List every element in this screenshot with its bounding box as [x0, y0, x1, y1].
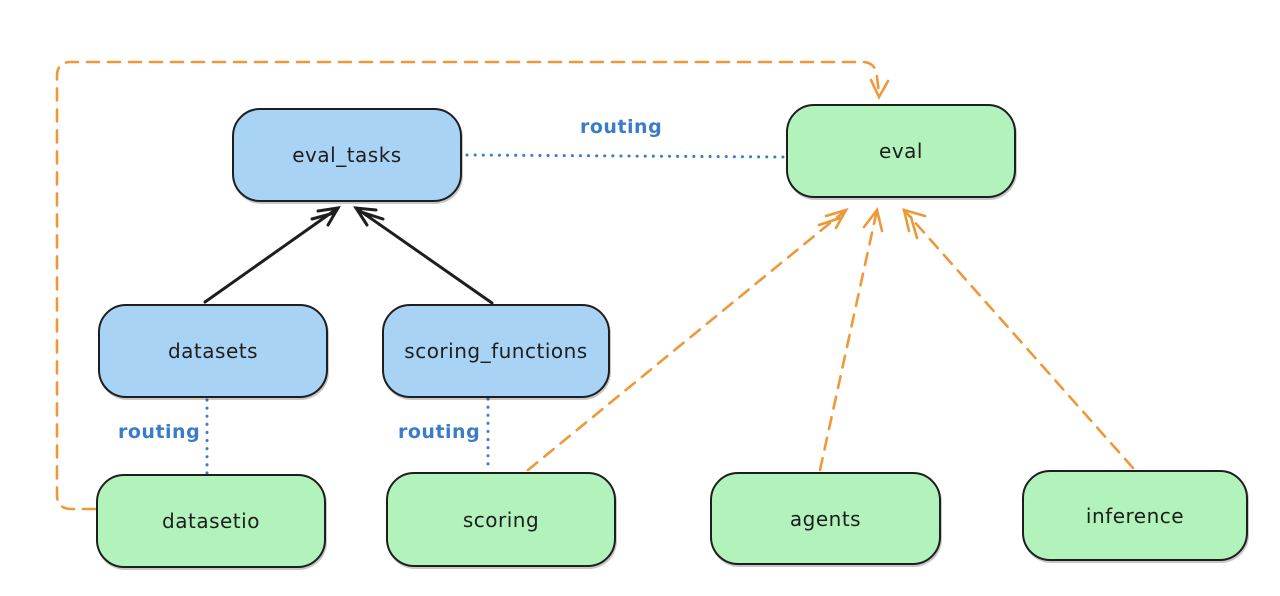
arrowhead [902, 208, 927, 233]
node-eval: eval [786, 104, 1016, 198]
node-datasetio: datasetio [96, 474, 326, 568]
edge-scoring-to-eval [526, 208, 848, 472]
arrowhead [909, 215, 919, 240]
edge-datasets-to-eval-tasks [203, 206, 340, 304]
node-datasets: datasets [98, 304, 328, 398]
node-datasetio-label: datasetio [162, 509, 260, 533]
node-scoring-functions-label: scoring_functions [404, 339, 588, 363]
edge-label-routing-eval: routing [580, 116, 663, 138]
node-scoring-label: scoring [462, 507, 540, 532]
arrowhead [359, 210, 385, 221]
node-inference: inference [1022, 470, 1248, 561]
edge-eval-tasks-to-eval [465, 153, 785, 159]
arrowhead [316, 206, 341, 227]
node-agents-label: agents [789, 506, 862, 531]
node-scoring: scoring [386, 472, 616, 567]
edge-scoring-functions-to-eval-tasks [354, 206, 494, 305]
node-agents: agents [710, 472, 941, 565]
edge-agents-to-eval [818, 208, 879, 472]
arrowhead [824, 207, 849, 230]
node-eval-tasks-label: eval_tasks [292, 143, 402, 167]
arrowhead [817, 216, 842, 227]
node-inference-label: inference [1085, 503, 1185, 528]
node-scoring-functions: scoring_functions [382, 304, 610, 398]
edge-datasetio-to-eval [55, 60, 881, 511]
edge-inference-to-eval [902, 208, 1135, 470]
arrowhead [310, 211, 336, 221]
arrowhead [353, 206, 378, 227]
edge-label-routing-scoring: routing [398, 421, 481, 443]
node-eval-label: eval [879, 139, 923, 163]
arrowhead [862, 207, 884, 233]
node-eval-tasks: eval_tasks [232, 108, 462, 202]
edge-label-routing-datasetio: routing [118, 421, 201, 443]
arrowhead [869, 78, 890, 100]
node-datasets-label: datasets [167, 339, 259, 363]
